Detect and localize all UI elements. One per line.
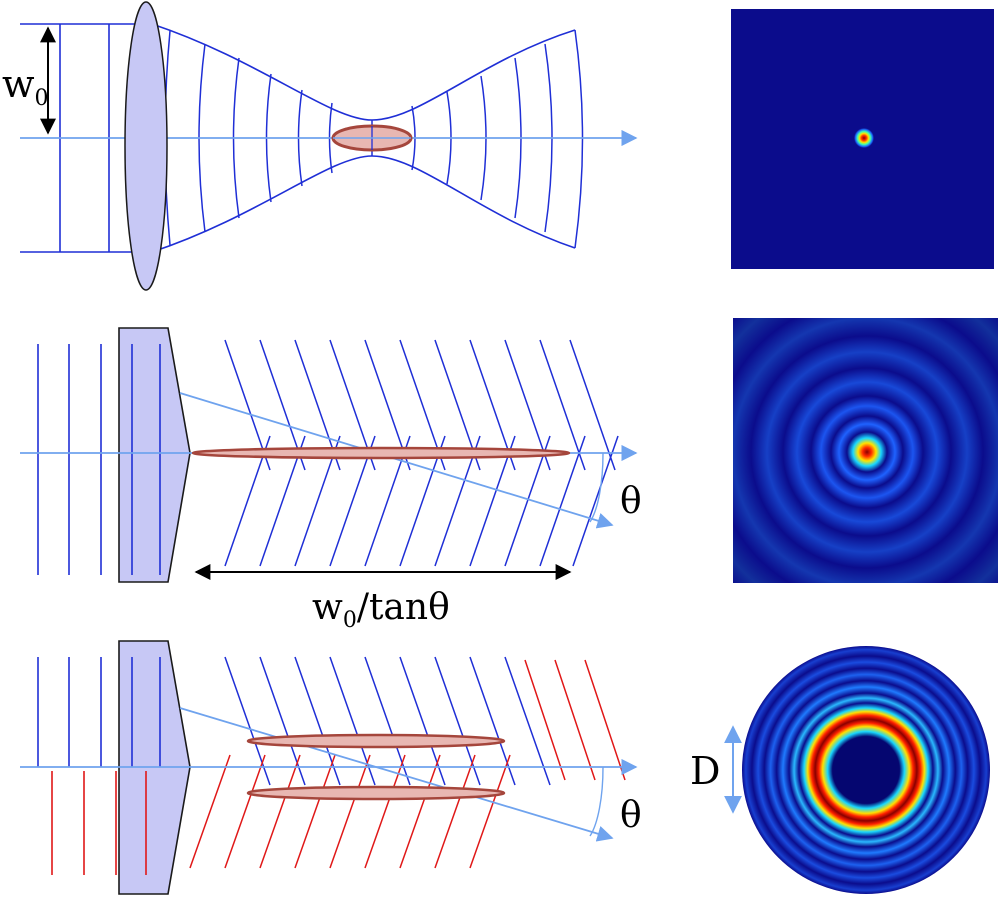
gaussian-focus-panel: w0 xyxy=(2,1,638,291)
wavefront-line xyxy=(399,656,446,786)
annular-ring xyxy=(742,646,990,894)
axicon-ring-panel: θ xyxy=(20,640,642,895)
wavefront-line xyxy=(294,754,336,869)
wavefront-line xyxy=(329,656,376,786)
length-label: w0/tanθ xyxy=(312,587,450,633)
tilted-wavefronts-3-red xyxy=(189,659,626,869)
angle-arc-2 xyxy=(589,452,604,523)
wavefront-line xyxy=(504,435,551,567)
wavefront-line xyxy=(469,656,516,786)
wavefront-line xyxy=(329,754,371,869)
bessel-focal-line xyxy=(191,446,571,460)
wavefront-line xyxy=(259,754,301,869)
focal-line-upper xyxy=(246,733,506,749)
wavefront-line xyxy=(524,659,566,781)
beam-envelope-lower xyxy=(151,155,576,253)
wavefront-line xyxy=(569,339,616,471)
gaussian-spot-panel xyxy=(731,9,994,269)
plane-wavefronts-in-3-blue xyxy=(37,657,102,767)
wavefront-line xyxy=(554,659,596,781)
bessel-pattern-panel xyxy=(733,318,998,583)
angle-arc-3 xyxy=(589,766,604,837)
focal-line-lower xyxy=(246,785,506,801)
beam-envelope-upper xyxy=(151,23,576,121)
wavefront-line xyxy=(259,656,306,786)
theta-label-2: θ xyxy=(620,481,642,522)
diameter-label: D xyxy=(690,749,720,793)
waist-label: w0 xyxy=(2,62,49,111)
wavefront-line xyxy=(584,659,626,781)
wavefront-line xyxy=(539,339,586,471)
axicon-icon xyxy=(118,327,191,583)
plane-wavefronts-in-3-red xyxy=(51,771,117,875)
wavefront-line xyxy=(434,656,481,786)
wavefront-line xyxy=(294,656,341,786)
wavefront-line xyxy=(224,656,271,786)
ring-pattern-panel: D xyxy=(690,646,990,894)
wavefront-line xyxy=(399,754,441,869)
wavefront-line xyxy=(469,754,511,869)
lens-icon xyxy=(124,1,168,291)
theta-label-3: θ xyxy=(620,795,642,836)
tilted-wavefronts-3-blue xyxy=(224,656,551,786)
wavefront-line xyxy=(539,435,586,567)
wavefront-line xyxy=(434,754,476,869)
axicon-bessel-panel: θ w0/tanθ xyxy=(20,327,642,633)
wavefront-line xyxy=(504,339,551,471)
wavefront-line xyxy=(504,656,551,786)
refracted-ray-3 xyxy=(179,707,614,842)
wavefront-line xyxy=(572,435,619,567)
wavefront-line xyxy=(189,754,231,869)
gaussian-spot xyxy=(854,128,874,148)
wavefront-line xyxy=(224,754,266,869)
bessel-rings xyxy=(733,318,998,583)
